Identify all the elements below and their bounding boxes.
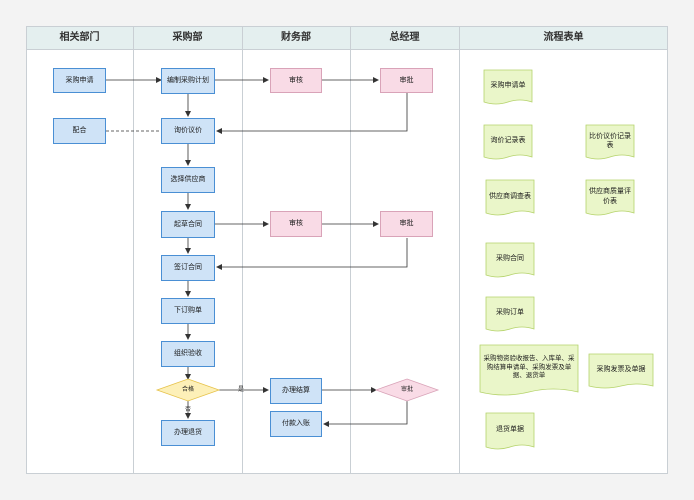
lane-title-forms: 流程表单 bbox=[543, 32, 584, 43]
lane-divider bbox=[350, 26, 351, 474]
doc-shape-return-slip bbox=[485, 412, 535, 450]
node-sign-contract: 签订合同 bbox=[161, 255, 215, 281]
doc-inquiry-record: 询价记录表 bbox=[490, 136, 526, 145]
node-inquiry: 询价议价 bbox=[161, 118, 215, 144]
doc-inspection-docs: 采购物资验收报告、入库单、采购结算申请单、采购发票及单据、退货单 bbox=[483, 353, 575, 380]
node-gm-approve-2: 审批 bbox=[380, 211, 433, 237]
edge-label-no: 否 bbox=[185, 406, 192, 413]
doc-shape-request-form bbox=[483, 69, 533, 105]
node-cooperate: 配合 bbox=[53, 118, 106, 144]
lane-title-related: 相关部门 bbox=[59, 32, 100, 43]
decision-label-approve: 审批 bbox=[400, 385, 413, 393]
decision-diamond-qualified bbox=[155, 378, 221, 402]
lane-title-finance: 财务部 bbox=[281, 32, 311, 43]
node-finance-review-2: 审核 bbox=[270, 211, 322, 237]
edge-approve-to-sign bbox=[216, 238, 408, 270]
doc-return-slip: 退货单据 bbox=[496, 424, 524, 433]
doc-request-form: 采购申请单 bbox=[490, 81, 526, 90]
node-draft-contract: 起草合同 bbox=[161, 211, 215, 238]
lane-title-gm: 总经理 bbox=[389, 32, 420, 43]
node-gm-approve-1: 审批 bbox=[380, 68, 433, 93]
lane-title-purchasing: 采购部 bbox=[172, 32, 203, 43]
node-purchase-request: 采购申请 bbox=[53, 68, 106, 93]
node-select-supplier: 选择供应商 bbox=[161, 167, 215, 193]
doc-shape-inspection-docs bbox=[479, 344, 579, 396]
doc-shape-supplier-quality bbox=[585, 179, 635, 216]
doc-purchase-contract: 采购合同 bbox=[496, 254, 524, 263]
doc-shape-inquiry-record bbox=[483, 124, 533, 160]
edge-approve-to-inquiry bbox=[216, 93, 408, 134]
node-finance-review-1: 审核 bbox=[270, 68, 322, 93]
doc-price-compare: 比价议价记录表 bbox=[589, 131, 631, 149]
doc-shape-price-compare bbox=[585, 124, 635, 160]
node-place-order: 下订购单 bbox=[161, 298, 215, 324]
doc-purchase-order: 采购订单 bbox=[496, 308, 524, 317]
decision-diamond-approve bbox=[374, 378, 440, 402]
doc-supplier-quality: 供应商质量评价表 bbox=[589, 187, 631, 205]
node-return-goods: 办理退货 bbox=[161, 420, 215, 446]
node-inspection: 组织验收 bbox=[161, 341, 215, 367]
edge-label-yes: 是 bbox=[238, 386, 245, 393]
doc-shape-purchase-order bbox=[485, 296, 535, 332]
edge-approve-to-pay bbox=[323, 401, 408, 427]
node-settlement: 办理结算 bbox=[270, 378, 322, 404]
doc-shape-invoice-docs bbox=[588, 353, 654, 389]
doc-supplier-survey: 供应商调查表 bbox=[489, 191, 531, 200]
node-make-plan: 编制采购计划 bbox=[161, 68, 215, 94]
node-pay-store: 付款入账 bbox=[270, 411, 322, 437]
doc-invoice-docs: 采购发票及单据 bbox=[596, 365, 646, 374]
doc-shape-purchase-contract bbox=[485, 242, 535, 278]
lane-divider bbox=[459, 26, 460, 474]
doc-shape-supplier-survey bbox=[485, 179, 535, 216]
lane-divider bbox=[242, 26, 243, 474]
lane-divider bbox=[133, 26, 134, 474]
decision-label-qualified: 合格 bbox=[181, 385, 194, 393]
